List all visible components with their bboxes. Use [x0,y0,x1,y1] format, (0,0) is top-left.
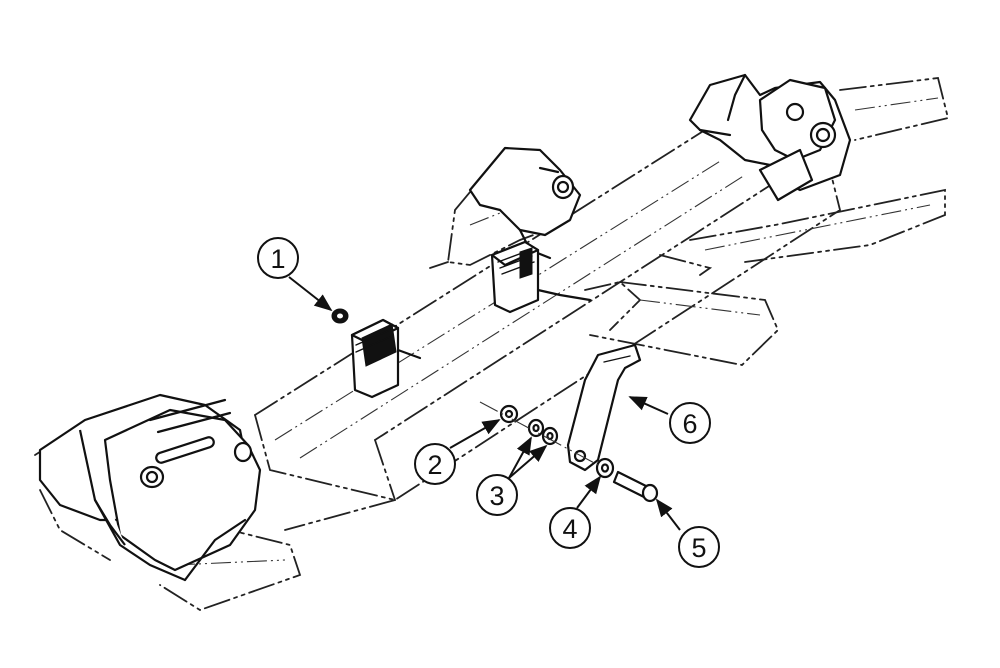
callout-label: 2 [427,450,442,480]
left-mount-bracket [38,393,262,582]
callout-6: 6 [669,402,711,444]
callout-3: 3 [476,474,518,516]
item-5-bolt [612,470,659,503]
item-6-latch-plate [566,343,642,472]
item-1-retainer-block [350,318,422,399]
callout-5: 5 [678,526,720,568]
callout-label: 4 [562,514,577,544]
callout-label: 1 [270,244,285,274]
item-2-nut [499,404,519,424]
callout-4: 4 [549,507,591,549]
item-1-nut [331,308,349,324]
installed-retainer-block [490,240,592,314]
callout-2: 2 [414,443,456,485]
callout-label: 3 [489,481,504,511]
callout-label: 6 [682,409,697,439]
phantom-right-crossmember [589,77,950,366]
right-rear-bracket [688,73,852,202]
callout-label: 5 [691,533,706,563]
callout-1: 1 [257,237,299,279]
item-4-washer [595,457,615,479]
leader-lines [288,276,681,531]
